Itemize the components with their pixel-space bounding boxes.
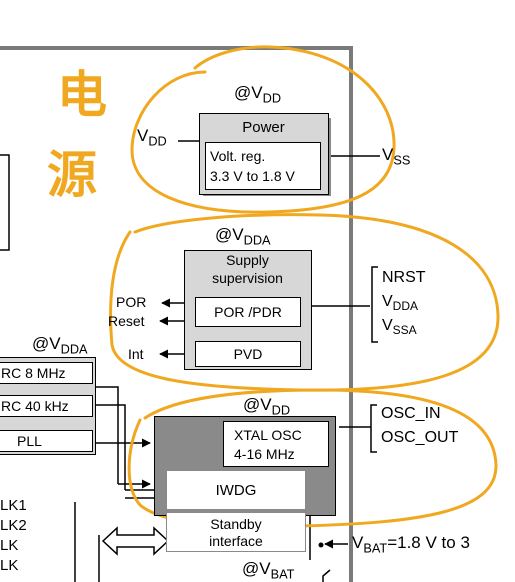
vbat-wiring xyxy=(309,512,348,582)
int-output-label: Int xyxy=(128,346,144,362)
rc-8mhz-label: RC 8 MHz xyxy=(1,365,66,381)
osc-pin-bracket xyxy=(370,404,377,453)
handwritten-char-1: 电 xyxy=(57,65,107,124)
vssa-pin-label: VSSA xyxy=(382,317,417,338)
voltage-regulator-line1: Volt. reg. xyxy=(210,148,266,164)
standby-bus-arrow xyxy=(101,526,170,556)
xtal-osc-box: XTAL OSC 4-16 MHz xyxy=(223,421,329,467)
por-pdr-box: POR /PDR xyxy=(195,297,301,327)
supply-title-line2: supervision xyxy=(212,270,283,286)
xtal-osc-line1: XTAL OSC xyxy=(234,427,302,443)
pll-box: PLL xyxy=(0,430,93,452)
pvd-box: PVD xyxy=(195,341,301,367)
vdd-input-label: VDD xyxy=(137,126,167,149)
rc-8mhz-box: RC 8 MHz xyxy=(0,362,93,384)
power-domain-label: @VDD xyxy=(234,83,282,106)
voltage-regulator-line2: 3.3 V to 1.8 V xyxy=(210,168,295,184)
clock-label-3: LK xyxy=(0,537,19,554)
reset-output-label: Reset xyxy=(108,313,145,329)
vbat-range-label: VBAT=1.8 V to 3 xyxy=(352,533,470,556)
standby-line1: Standby xyxy=(210,516,262,532)
vbat-switch-dot xyxy=(318,542,324,548)
power-block-title: Power xyxy=(242,118,285,136)
standby-line2: interface xyxy=(209,533,263,549)
handwritten-char-2: 源 xyxy=(47,145,97,204)
xtal-osc-line2: 4-16 MHz xyxy=(234,446,295,462)
rc-40khz-label: RC 40 kHz xyxy=(1,398,69,414)
clock-wires xyxy=(74,386,171,582)
clock-label-4: LK xyxy=(0,557,19,574)
voltage-regulator-box: Volt. reg. 3.3 V to 1.8 V xyxy=(205,142,321,190)
supply-title-line1: Supply xyxy=(226,252,269,268)
power-block: Power Volt. reg. 3.3 V to 1.8 V xyxy=(199,113,329,195)
rc-40khz-box: RC 40 kHz xyxy=(0,395,93,417)
por-output-label: POR xyxy=(116,294,147,310)
standby-interface-box: Standby interface xyxy=(166,512,306,552)
left-partial-block xyxy=(0,154,10,251)
vdda-pin-label: VDDA xyxy=(382,293,419,314)
osc-domain-label: @VDD xyxy=(243,395,291,418)
pll-label: PLL xyxy=(17,433,42,449)
clock-label-1: LK1 xyxy=(0,497,27,514)
supply-pin-bracket xyxy=(371,266,378,343)
osc-in-label: OSC_IN xyxy=(381,405,441,422)
nrst-pin-label: NRST xyxy=(382,269,426,286)
osc-out-label: OSC_OUT xyxy=(381,429,459,446)
supply-supervision-block: Supply supervision POR /PDR PVD xyxy=(184,250,312,370)
iwdg-box: IWDG xyxy=(166,470,306,510)
vbat-domain-label: @VBAT xyxy=(242,559,295,582)
clock-label-2: LK2 xyxy=(0,517,27,534)
vss-output-label: VSS xyxy=(382,145,411,168)
supply-domain-label: @VDDA xyxy=(215,225,271,248)
left-osc-domain-label: @VDDA xyxy=(32,334,88,357)
